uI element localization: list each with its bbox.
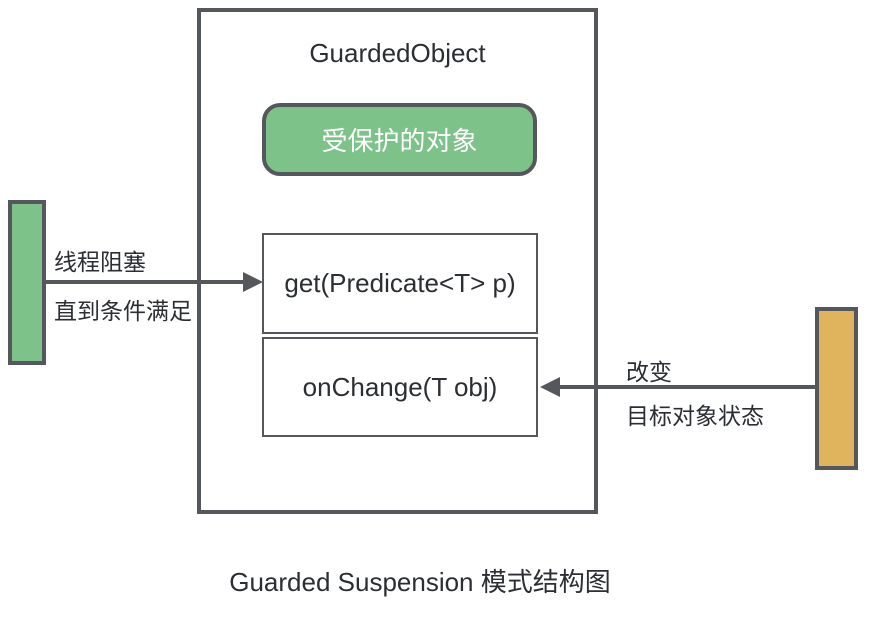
caller-thread-bar-green [8, 200, 46, 365]
left-arrow-line [46, 280, 245, 284]
right-arrow-line [558, 385, 815, 389]
right-arrow-head-icon [540, 377, 560, 397]
changer-thread-bar-yellow [815, 307, 858, 470]
right-flow-label-line2: 目标对象状态 [626, 403, 764, 429]
method-box-onchange: onChange(T obj) [262, 337, 538, 437]
diagram-caption: Guarded Suspension 模式结构图 [229, 567, 611, 597]
protected-object-pill: 受保护的对象 [262, 103, 537, 176]
right-flow-label-line1: 改变 [626, 359, 672, 385]
left-flow-label-line2: 直到条件满足 [54, 298, 192, 324]
left-flow-label-line1: 线程阻塞 [54, 249, 146, 275]
left-arrow-head-icon [243, 272, 263, 292]
guarded-object-title: GuardedObject [309, 38, 486, 68]
method-box-get: get(Predicate<T> p) [262, 233, 538, 334]
